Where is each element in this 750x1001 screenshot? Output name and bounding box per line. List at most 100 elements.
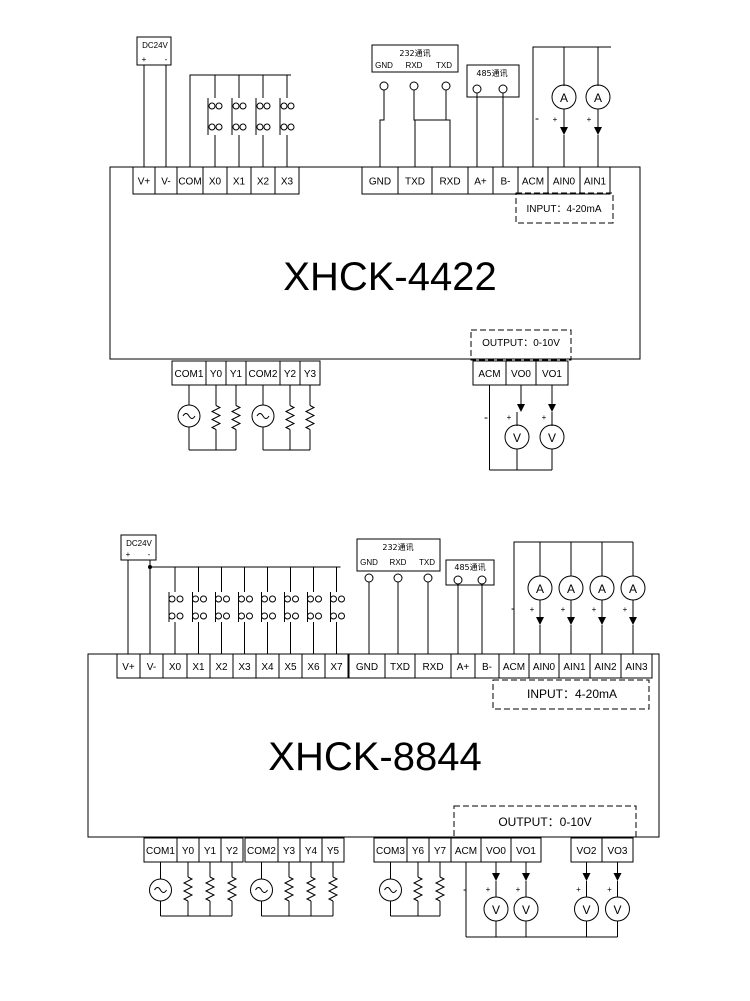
comm-wire: [414, 90, 447, 167]
arrow-head: [598, 617, 606, 625]
dc-plus-1: +: [142, 55, 147, 64]
top-right-terminal-label: ACM: [522, 177, 544, 188]
resistor-icon: [230, 405, 242, 430]
resistor-icon: [412, 876, 424, 902]
output-label-box-2: [453, 805, 637, 838]
comm-pin-circle: [477, 575, 487, 585]
voltmeter-icon-symbol: V: [513, 431, 521, 445]
switch-contact-icon: [256, 102, 264, 110]
ammeter-icon-symbol: A: [560, 91, 568, 105]
bottom-2-terminal-label: Y1: [204, 846, 217, 857]
top-left-2-terminal-label: X2: [215, 662, 228, 673]
comm-pin-circle: [472, 84, 482, 94]
switch-contact-icon: [315, 612, 322, 620]
top-left-terminal: [274, 166, 300, 195]
switch-contact-icon: [246, 612, 253, 620]
arrow-head: [536, 617, 544, 625]
bottom-left-terminal: [299, 360, 321, 386]
comm232-pin-label: TXD: [436, 61, 452, 70]
bottom-right-terminal: [535, 360, 569, 386]
sign-plus: +: [623, 605, 628, 614]
switch-contact-icon: [176, 595, 184, 603]
ammeter-icon: [558, 575, 584, 601]
ammeter-icon-symbol: A: [598, 582, 606, 596]
top-left-2-terminal-label: V-: [147, 662, 156, 673]
bottom-2-terminal-label: Y2: [226, 846, 239, 857]
output-label-1: OUTPUT：0-10V: [482, 338, 560, 349]
sign-plus: +: [607, 885, 612, 894]
dc-minus-1: -: [165, 55, 168, 64]
ammeter-icon: [620, 575, 646, 601]
switch-contact-icon: [338, 612, 345, 620]
ac-wave: [154, 887, 167, 893]
arrow-head: [560, 127, 568, 135]
bottom-2-terminal-label: VO2: [576, 846, 596, 857]
comm232-pin-label: GND: [375, 61, 393, 70]
ammeter-icon-symbol: A: [567, 582, 575, 596]
comm-wire: [413, 90, 451, 167]
dc-plus-2: +: [126, 550, 131, 559]
comm-pin-circle: [393, 573, 403, 583]
resistor-icon: [226, 876, 238, 902]
arrow-head: [582, 873, 591, 881]
resistor-icon: [204, 876, 216, 902]
ac-source-icon: [379, 878, 402, 902]
comm485-box-2: [445, 559, 495, 586]
switch-contact-icon: [307, 612, 314, 620]
sign-minus: -: [463, 882, 467, 896]
top-right-terminal-label: GND: [369, 177, 391, 188]
bottom-2-terminal: [220, 837, 244, 863]
switch-contact-icon: [269, 612, 276, 620]
sign-plus: +: [530, 605, 535, 614]
switch-contact-icon: [238, 612, 245, 620]
input-label-box-1: [515, 192, 614, 224]
voltmeter-icon-symbol: V: [613, 903, 621, 917]
com-bus: [189, 74, 291, 167]
switch-contact-icon: [330, 595, 337, 603]
comm-pin-circle: [409, 81, 419, 91]
bottom-right-terminal-label: VO0: [511, 369, 531, 380]
top-left-terminal-label: V-: [161, 177, 170, 188]
switch-contact-icon: [168, 595, 176, 603]
switch-contact-icon: [223, 595, 230, 603]
voltmeter-icon: [483, 896, 509, 922]
top-left-terminal-label: COM: [178, 177, 201, 188]
arrow-head: [613, 873, 622, 881]
bottom-left-terminal-label: Y3: [304, 369, 317, 380]
resistor-icon: [210, 405, 222, 430]
ammeter-icon-symbol: A: [536, 582, 544, 596]
top-right-terminal: [579, 166, 611, 195]
switch-contact-icon: [330, 612, 337, 620]
arrow-head: [522, 873, 530, 881]
sign-plus: +: [486, 885, 491, 894]
top-right-2-terminal-label: GND: [356, 662, 378, 673]
top-right-terminal-label: RXD: [439, 177, 460, 188]
arrow-head: [492, 873, 500, 881]
switch-contact-icon: [287, 123, 295, 131]
bottom-2-terminal-label: VO1: [516, 846, 536, 857]
sign-minus: -: [535, 111, 539, 125]
switch-contact-icon: [232, 102, 240, 110]
voltmeter-icon: [513, 896, 539, 922]
switch-contact-icon: [223, 612, 230, 620]
voltmeter-icon-symbol: V: [548, 431, 556, 445]
comm232-title-2: 232通讯: [382, 542, 413, 552]
top-left-2-terminal-label: X4: [261, 662, 274, 673]
resistor-icon: [304, 405, 316, 430]
sign-plus: +: [587, 115, 592, 124]
bottom-right-terminal-label: VO1: [542, 369, 562, 380]
ammeter-icon: [585, 84, 611, 110]
bottom-left-terminal-label: COM2: [249, 369, 278, 380]
voltmeter-icon: [504, 424, 530, 450]
top-right-terminal-label: AIN1: [584, 177, 607, 188]
acm-bus: [532, 46, 611, 167]
junction-dot: [148, 565, 152, 569]
switch-contact-icon: [208, 123, 216, 131]
arrow-head: [517, 404, 525, 412]
arrow-head: [548, 404, 556, 412]
sign-plus: +: [516, 885, 521, 894]
voltmeter-icon: [574, 896, 599, 922]
switch-contact-icon: [261, 595, 268, 603]
